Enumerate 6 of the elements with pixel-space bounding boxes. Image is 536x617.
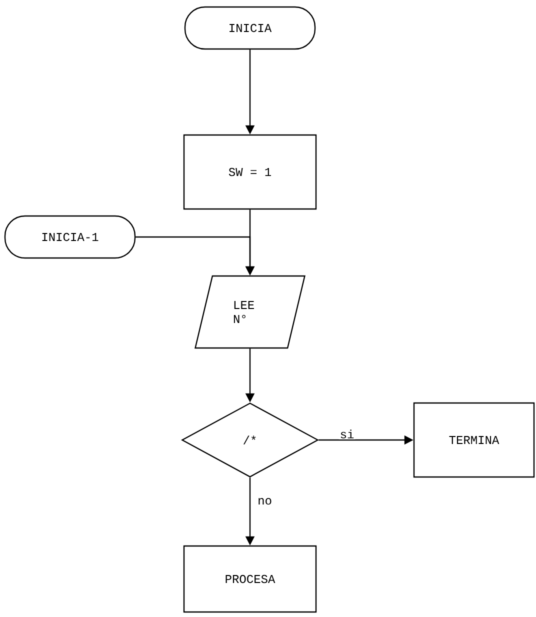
process-box: PROCESA [183,545,317,613]
edge-label: si [338,428,356,440]
process-box: TERMINA [413,402,535,478]
input-parallelogram: LEE N° [194,275,306,349]
edge-label: no [256,497,273,506]
process-box: SW = 1 [183,134,317,210]
